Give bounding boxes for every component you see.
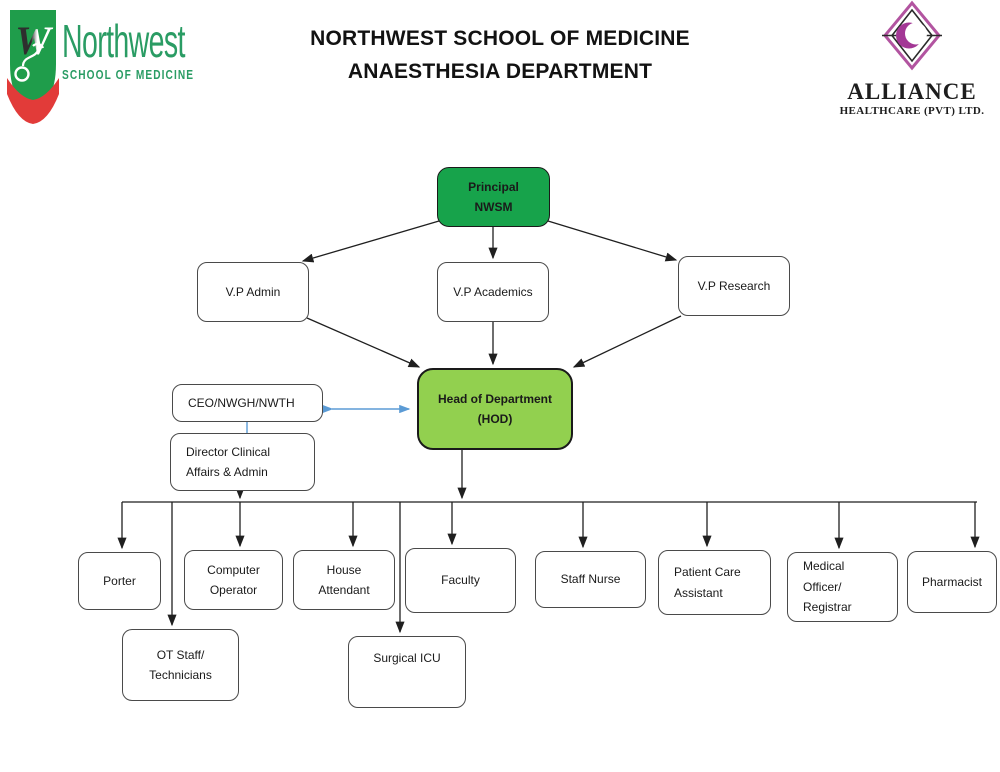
nwsm-logo-subtitle: SCHOOL OF MEDICINE	[62, 67, 195, 82]
node-label-staff-nurse: Staff Nurse	[560, 572, 621, 587]
page-title: NORTHWEST SCHOOL OF MEDICINE ANAESTHESIA…	[250, 22, 750, 88]
node-label-ceo: CEO/NWGH/NWTH	[188, 395, 295, 410]
node-label-pharmacist: Pharmacist	[921, 574, 983, 589]
node-director: Director Clinical Affairs & Admin	[170, 433, 315, 491]
node-label-principal: Principal NWSM	[468, 179, 519, 214]
node-computer-operator: Computer Operator	[184, 550, 283, 610]
node-label-vp-academics: V.P Academics	[453, 284, 533, 299]
node-label-surgical-icu: Surgical ICU	[373, 651, 441, 665]
page-title-line1: NORTHWEST SCHOOL OF MEDICINE	[310, 27, 690, 50]
nwsm-wordmark: Northwest SCHOOL OF MEDICINE	[62, 18, 222, 82]
node-faculty: Faculty	[405, 548, 516, 613]
node-ceo: CEO/NWGH/NWTH	[172, 384, 323, 422]
node-vp-admin: V.P Admin	[197, 262, 309, 322]
node-medical-officer: Medical Officer/ Registrar	[787, 552, 898, 622]
node-pharmacist: Pharmacist	[907, 551, 997, 613]
node-label-vp-research: V.P Research	[697, 278, 771, 293]
node-vp-research: V.P Research	[678, 256, 790, 316]
node-label-hod: Head of Department (HOD)	[437, 391, 553, 426]
node-surgical-icu: Surgical ICU	[348, 636, 466, 708]
nwsm-logo: W Northwest SCHOOL OF MEDICINE	[6, 4, 206, 129]
node-house-attendant: House Attendant	[293, 550, 395, 610]
node-ot-staff: OT Staff/ Technicians	[122, 629, 239, 701]
node-principal: Principal NWSM	[437, 167, 550, 227]
node-label-porter: Porter	[103, 573, 136, 588]
node-label-patient-care: Patient Care Assistant	[674, 565, 741, 600]
nwsm-shield-icon: W	[7, 10, 59, 124]
connector	[547, 220, 678, 262]
node-vp-academics: V.P Academics	[437, 262, 549, 322]
node-label-computer-operator: Computer Operator	[207, 562, 260, 597]
node-label-faculty: Faculty	[441, 573, 480, 588]
connector	[306, 317, 421, 368]
connector	[301, 220, 440, 263]
alliance-diamond-icon	[882, 0, 942, 71]
node-staff-nurse: Staff Nurse	[535, 551, 646, 608]
connector	[572, 315, 682, 368]
alliance-logo-name: ALLIANCE	[847, 79, 977, 104]
node-label-vp-admin: V.P Admin	[225, 284, 281, 299]
node-porter: Porter	[78, 552, 161, 610]
alliance-logo: ALLIANCE HEALTHCARE (PVT) LTD.	[832, 0, 992, 118]
node-label-ot-staff: OT Staff/ Technicians	[149, 647, 212, 682]
node-hod: Head of Department (HOD)	[417, 368, 573, 450]
alliance-logo-subtitle: HEALTHCARE (PVT) LTD.	[839, 105, 985, 117]
node-patient-care: Patient Care Assistant	[658, 550, 771, 615]
node-label-house-attendant: House Attendant	[318, 562, 370, 597]
node-label-medical-officer: Medical Officer/ Registrar	[803, 559, 852, 615]
page-title-line2: ANAESTHESIA DEPARTMENT	[347, 60, 653, 83]
node-label-director: Director Clinical Affairs & Admin	[186, 444, 271, 479]
